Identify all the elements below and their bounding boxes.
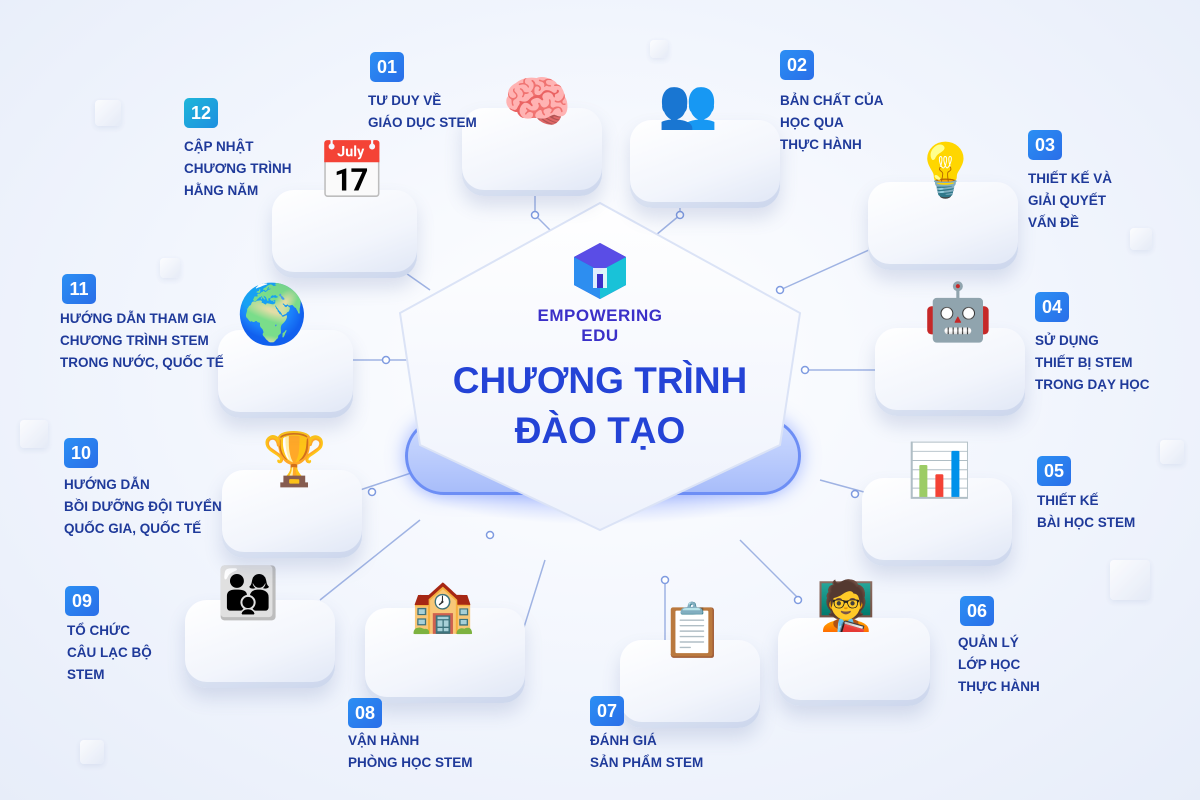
item-label: VẬN HÀNH PHÒNG HỌC STEM [348, 730, 473, 774]
item-number-badge: 04 [1035, 292, 1069, 322]
title-line2: ĐÀO TẠO [514, 410, 686, 451]
globe-airplane-icon: 🌍 [236, 280, 309, 348]
item-number-badge: 09 [65, 586, 99, 616]
item-platform [630, 120, 780, 208]
item-label-line: ĐÁNH GIÁ [590, 733, 657, 748]
tablet-lesson-icon: 📊 [907, 441, 972, 501]
item-platform [222, 470, 362, 558]
decorative-cube [80, 740, 104, 764]
classroom-teacher-icon: 🧑‍🏫 [816, 578, 876, 634]
item-number-badge: 05 [1037, 456, 1071, 486]
item-label: TƯ DUY VỀ GIÁO DỤC STEM [368, 90, 477, 134]
robot-icon: 🤖 [923, 280, 993, 345]
page-title: CHƯƠNG TRÌNH ĐÀO TẠO [430, 356, 770, 456]
item-number-badge: 10 [64, 438, 98, 468]
item-platform [620, 640, 760, 728]
item-platform [462, 108, 602, 196]
center-content: EMPOWERING EDU CHƯƠNG TRÌNH ĐÀO TẠO [430, 240, 770, 456]
item-label-line: THỰC HÀNH [958, 679, 1040, 694]
item-label: HƯỚNG DẪN THAM GIA CHƯƠNG TRÌNH STEM TRONG… [60, 308, 224, 374]
club-group-icon: 👨‍👩‍👦 [217, 564, 280, 622]
item-label-line: CÂU LẠC BỘ [67, 645, 152, 660]
decorative-cube [1110, 560, 1150, 600]
item-number-badge: 03 [1028, 130, 1062, 160]
item-label-line: BÀI HỌC STEM [1037, 515, 1136, 530]
item-label-line: TỔ CHỨC [67, 623, 130, 638]
stem-lab-room-icon: 🏫 [410, 576, 475, 636]
brand-name: EMPOWERING EDU [430, 306, 770, 346]
item-label-line: STEM [67, 667, 105, 682]
item-label: QUẢN LÝ LỚP HỌC THỰC HÀNH [958, 632, 1040, 698]
decorative-cube [1160, 440, 1184, 464]
item-label-line: HẰNG NĂM [184, 183, 259, 198]
item-label-line: HỌC QUA [780, 115, 844, 130]
decorative-cube [1130, 228, 1152, 250]
item-label-line: CHƯƠNG TRÌNH STEM [60, 333, 209, 348]
calendar-check-icon: 📅 [317, 139, 387, 204]
item-label: BẢN CHẤT CỦA HỌC QUA THỰC HÀNH [780, 90, 884, 156]
item-platform [868, 182, 1018, 270]
item-platform [778, 618, 930, 706]
brand-name-line2: EDU [581, 326, 619, 345]
item-label-line: GIẢI QUYẾT [1028, 193, 1107, 208]
item-label-line: QUẢN LÝ [958, 635, 1019, 650]
brain-lightbulb-icon: 🧠 [502, 70, 572, 135]
item-label-line: HƯỚNG DẪN [64, 477, 150, 492]
checklist-clipboard-icon: 📋 [660, 601, 725, 661]
decorative-cube [160, 258, 180, 278]
item-label-line: THIẾT KẾ VÀ [1028, 171, 1113, 186]
item-number-badge: 08 [348, 698, 382, 728]
item-label: HƯỚNG DẪN BỒI DƯỠNG ĐỘI TUYỂN QUỐC GIA, QU… [64, 474, 222, 540]
decorative-cube [650, 40, 668, 58]
item-label-line: VẬN HÀNH [348, 733, 420, 748]
item-label-line: BỒI DƯỠNG ĐỘI TUYỂN [64, 499, 222, 514]
item-label-line: SỬ DỤNG [1035, 333, 1099, 348]
decorative-cube [95, 100, 121, 126]
item-platform [862, 478, 1012, 566]
item-number-badge: 07 [590, 696, 624, 726]
item-label-line: TƯ DUY VỀ [368, 93, 442, 108]
item-label-line: THIẾT BỊ STEM [1035, 355, 1133, 370]
item-label-line: SẢN PHẨM STEM [590, 755, 704, 770]
item-label-line: TRONG NƯỚC, QUỐC TẾ [60, 355, 224, 370]
item-label-line: THIẾT KẾ [1037, 493, 1099, 508]
item-number-badge: 01 [370, 52, 404, 82]
item-label: THIẾT KẾ BÀI HỌC STEM [1037, 490, 1135, 534]
puzzle-team-icon: 👥 [658, 76, 718, 132]
item-platform [875, 328, 1025, 416]
item-label-line: CẬP NHẬT [184, 139, 254, 154]
item-platform [185, 600, 335, 688]
item-number-badge: 12 [184, 98, 218, 128]
item-label: SỬ DỤNG THIẾT BỊ STEM TRONG DẠY HỌC [1035, 330, 1150, 396]
item-label-line: LỚP HỌC [958, 657, 1021, 672]
item-number-badge: 02 [780, 50, 814, 80]
item-label: ĐÁNH GIÁ SẢN PHẨM STEM [590, 730, 703, 774]
item-label: THIẾT KẾ VÀ GIẢI QUYẾT VẤN ĐỀ [1028, 168, 1112, 234]
item-number-badge: 06 [960, 596, 994, 626]
item-label-line: THỰC HÀNH [780, 137, 862, 152]
item-platform [272, 190, 417, 278]
item-label-line: VẤN ĐỀ [1028, 215, 1080, 230]
item-platform [365, 608, 525, 703]
item-label-line: BẢN CHẤT CỦA [780, 93, 884, 108]
item-label-line: PHÒNG HỌC STEM [348, 755, 473, 770]
item-label-line: CHƯƠNG TRÌNH [184, 161, 292, 176]
item-label: CẬP NHẬT CHƯƠNG TRÌNH HẰNG NĂM [184, 136, 291, 202]
item-number-badge: 11 [62, 274, 96, 304]
decorative-cube [20, 420, 48, 448]
item-label-line: TRONG DẠY HỌC [1035, 377, 1150, 392]
brand-name-line1: EMPOWERING [537, 306, 663, 325]
item-label: TỔ CHỨC CÂU LẠC BỘ STEM [67, 620, 152, 686]
cube-logo-icon [574, 243, 626, 299]
lightbulb-puzzle-icon: 💡 [913, 141, 978, 201]
trophy-icon: 🏆 [262, 430, 327, 490]
item-label-line: HƯỚNG DẪN THAM GIA [60, 311, 217, 326]
center-hexagon [380, 195, 820, 565]
item-label-line: GIÁO DỤC STEM [368, 115, 477, 130]
item-label-line: QUỐC GIA, QUỐC TẾ [64, 521, 202, 536]
title-line1: CHƯƠNG TRÌNH [452, 360, 748, 401]
hexagon-body [398, 201, 802, 532]
item-platform [218, 330, 353, 418]
